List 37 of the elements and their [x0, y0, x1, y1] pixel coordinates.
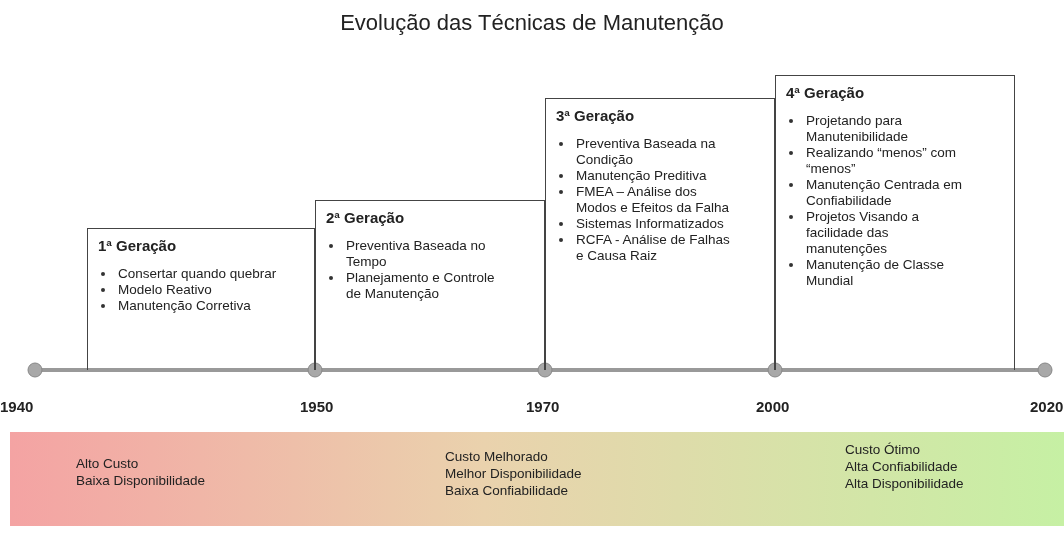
band-text: Baixa Confiabilidade	[445, 482, 569, 499]
generation-box	[775, 75, 1015, 370]
bullet-item: Consertar quando quebrar	[118, 266, 278, 282]
bullet-item: Realizando “menos” com “menos”	[806, 145, 958, 177]
generation-box	[315, 200, 545, 370]
bullet-item: Manutenção de Classe Mundial	[806, 257, 946, 289]
band-text: Custo Ótimo	[845, 441, 921, 458]
bullet-item: Projetos Visando a facilidade das manutenções	[806, 209, 921, 257]
band-text: Alto Custo	[76, 455, 139, 472]
generation-heading: 4ª Geração	[786, 84, 865, 101]
band-text: Melhor Disponibilidade	[445, 465, 582, 482]
generation-heading: 3ª Geração	[556, 107, 635, 124]
year-label: 2000	[756, 398, 790, 415]
bullet-item: Modelo Reativo	[118, 282, 213, 298]
bullet-item: Sistemas Informatizados	[576, 216, 725, 232]
year-label: 2020	[1030, 398, 1064, 415]
year-label: 1950	[300, 398, 334, 415]
diagram-title: Evolução das Técnicas de Manutenção	[339, 10, 725, 36]
year-label: 1940	[0, 398, 34, 415]
bullet-item: Manutenção Centrada em Confiabilidade	[806, 177, 964, 209]
generation-heading: 1ª Geração	[98, 237, 177, 254]
bullet-item: Planejamento e Controle de Manutenção	[346, 270, 496, 302]
bullet-item: RCFA - Análise de Falhas e Causa Raiz	[576, 232, 731, 264]
bullet-item: Preventiva Baseada no Tempo	[346, 238, 487, 270]
bullet-item: Manutenção Preditiva	[576, 168, 708, 184]
band-text: Alta Confiabilidade	[845, 458, 958, 475]
band-text: Baixa Disponibilidade	[76, 472, 206, 489]
bullet-item: Projetando para Manutenibilidade	[806, 113, 910, 145]
generation-box	[545, 98, 775, 370]
bullet-item: Manutenção Corretiva	[118, 298, 252, 314]
band-text: Custo Melhorado	[445, 448, 548, 465]
generation-box	[87, 228, 315, 370]
bullet-item: FMEA – Análise dos Modos e Efeitos da Falha	[576, 184, 731, 216]
generation-heading: 2ª Geração	[326, 209, 405, 226]
year-label: 1970	[526, 398, 560, 415]
bullet-item: Preventiva Baseada na Condição	[576, 136, 717, 168]
band-text: Alta Disponibilidade	[845, 475, 964, 492]
